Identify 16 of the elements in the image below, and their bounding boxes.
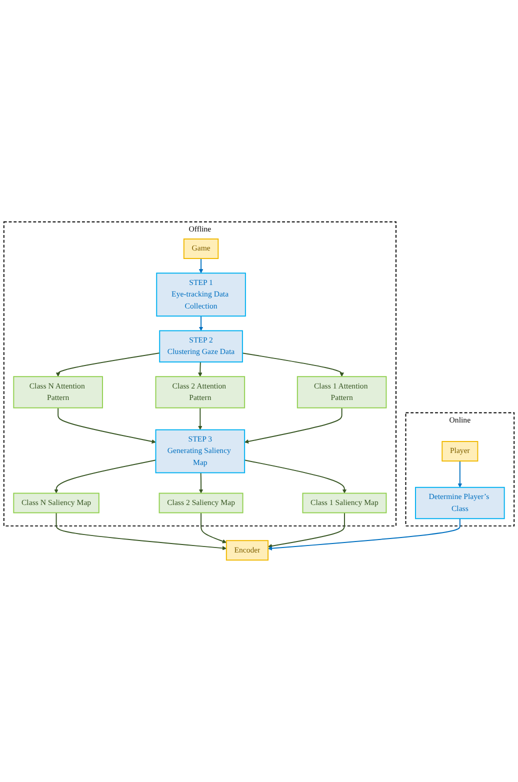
arrow bbox=[200, 512, 227, 544]
arrow bbox=[244, 460, 347, 494]
arrow bbox=[242, 352, 344, 377]
arrow bbox=[198, 258, 204, 274]
arrow bbox=[198, 472, 204, 494]
arrow bbox=[244, 407, 342, 444]
arrow bbox=[54, 460, 156, 494]
arrow bbox=[198, 316, 204, 331]
arrow bbox=[56, 512, 227, 550]
arrow bbox=[198, 407, 202, 430]
arrow bbox=[458, 460, 462, 488]
arrow bbox=[58, 407, 156, 444]
arrow bbox=[268, 518, 460, 550]
arrow bbox=[198, 361, 202, 377]
arrow bbox=[268, 512, 345, 548]
arrow bbox=[56, 352, 160, 377]
